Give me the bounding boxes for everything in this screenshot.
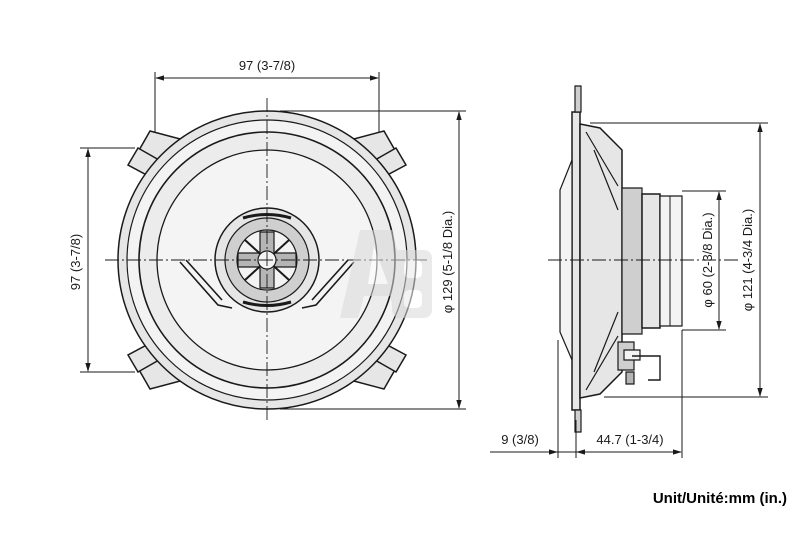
front-width-dimension: 97 (3-7/8): [154, 58, 380, 132]
speaker-basket: [579, 123, 623, 399]
total-depth-dimension: 44.7 (1-3/4): [576, 330, 683, 458]
front-width-label: 97 (3-7/8): [239, 58, 295, 73]
basket-ribs: [585, 131, 619, 391]
tweeter-bridge: [179, 259, 355, 309]
magnet-diameter-dimension: φ 60 (2-3/8 Dia.): [682, 190, 726, 331]
side-view: [548, 85, 740, 433]
mounting-flange: [571, 111, 581, 411]
magnet-body: [641, 193, 661, 329]
front-height-label: 97 (3-7/8): [68, 234, 83, 290]
magnet-back-plate: [659, 195, 683, 327]
mount-depth-label: 9 (3/8): [501, 432, 539, 447]
unit-label: Unit/Unité:mm (in.): [653, 490, 787, 507]
front-height-dimension: 97 (3-7/8): [68, 147, 135, 373]
mount-depth-dimension: 9 (3/8): [490, 340, 577, 458]
outer-diameter-dimension: φ 129 (5-1/8 Dia.): [280, 110, 466, 410]
cutout-diameter-label: φ 121 (4-3/4 Dia.): [740, 209, 755, 311]
flange-tab-top: [574, 85, 582, 113]
speaker-terminal-icon: [617, 341, 661, 385]
magnet-diameter-label: φ 60 (2-3/8 Dia.): [700, 212, 715, 307]
front-view: [105, 98, 430, 420]
cutout-diameter-dimension: φ 121 (4-3/4 Dia.): [590, 122, 768, 398]
magnet-front-plate: [621, 187, 643, 335]
logo-watermark-icon: [340, 230, 432, 318]
outer-diameter-label: φ 129 (5-1/8 Dia.): [440, 211, 455, 313]
total-depth-label: 44.7 (1-3/4): [596, 432, 663, 447]
